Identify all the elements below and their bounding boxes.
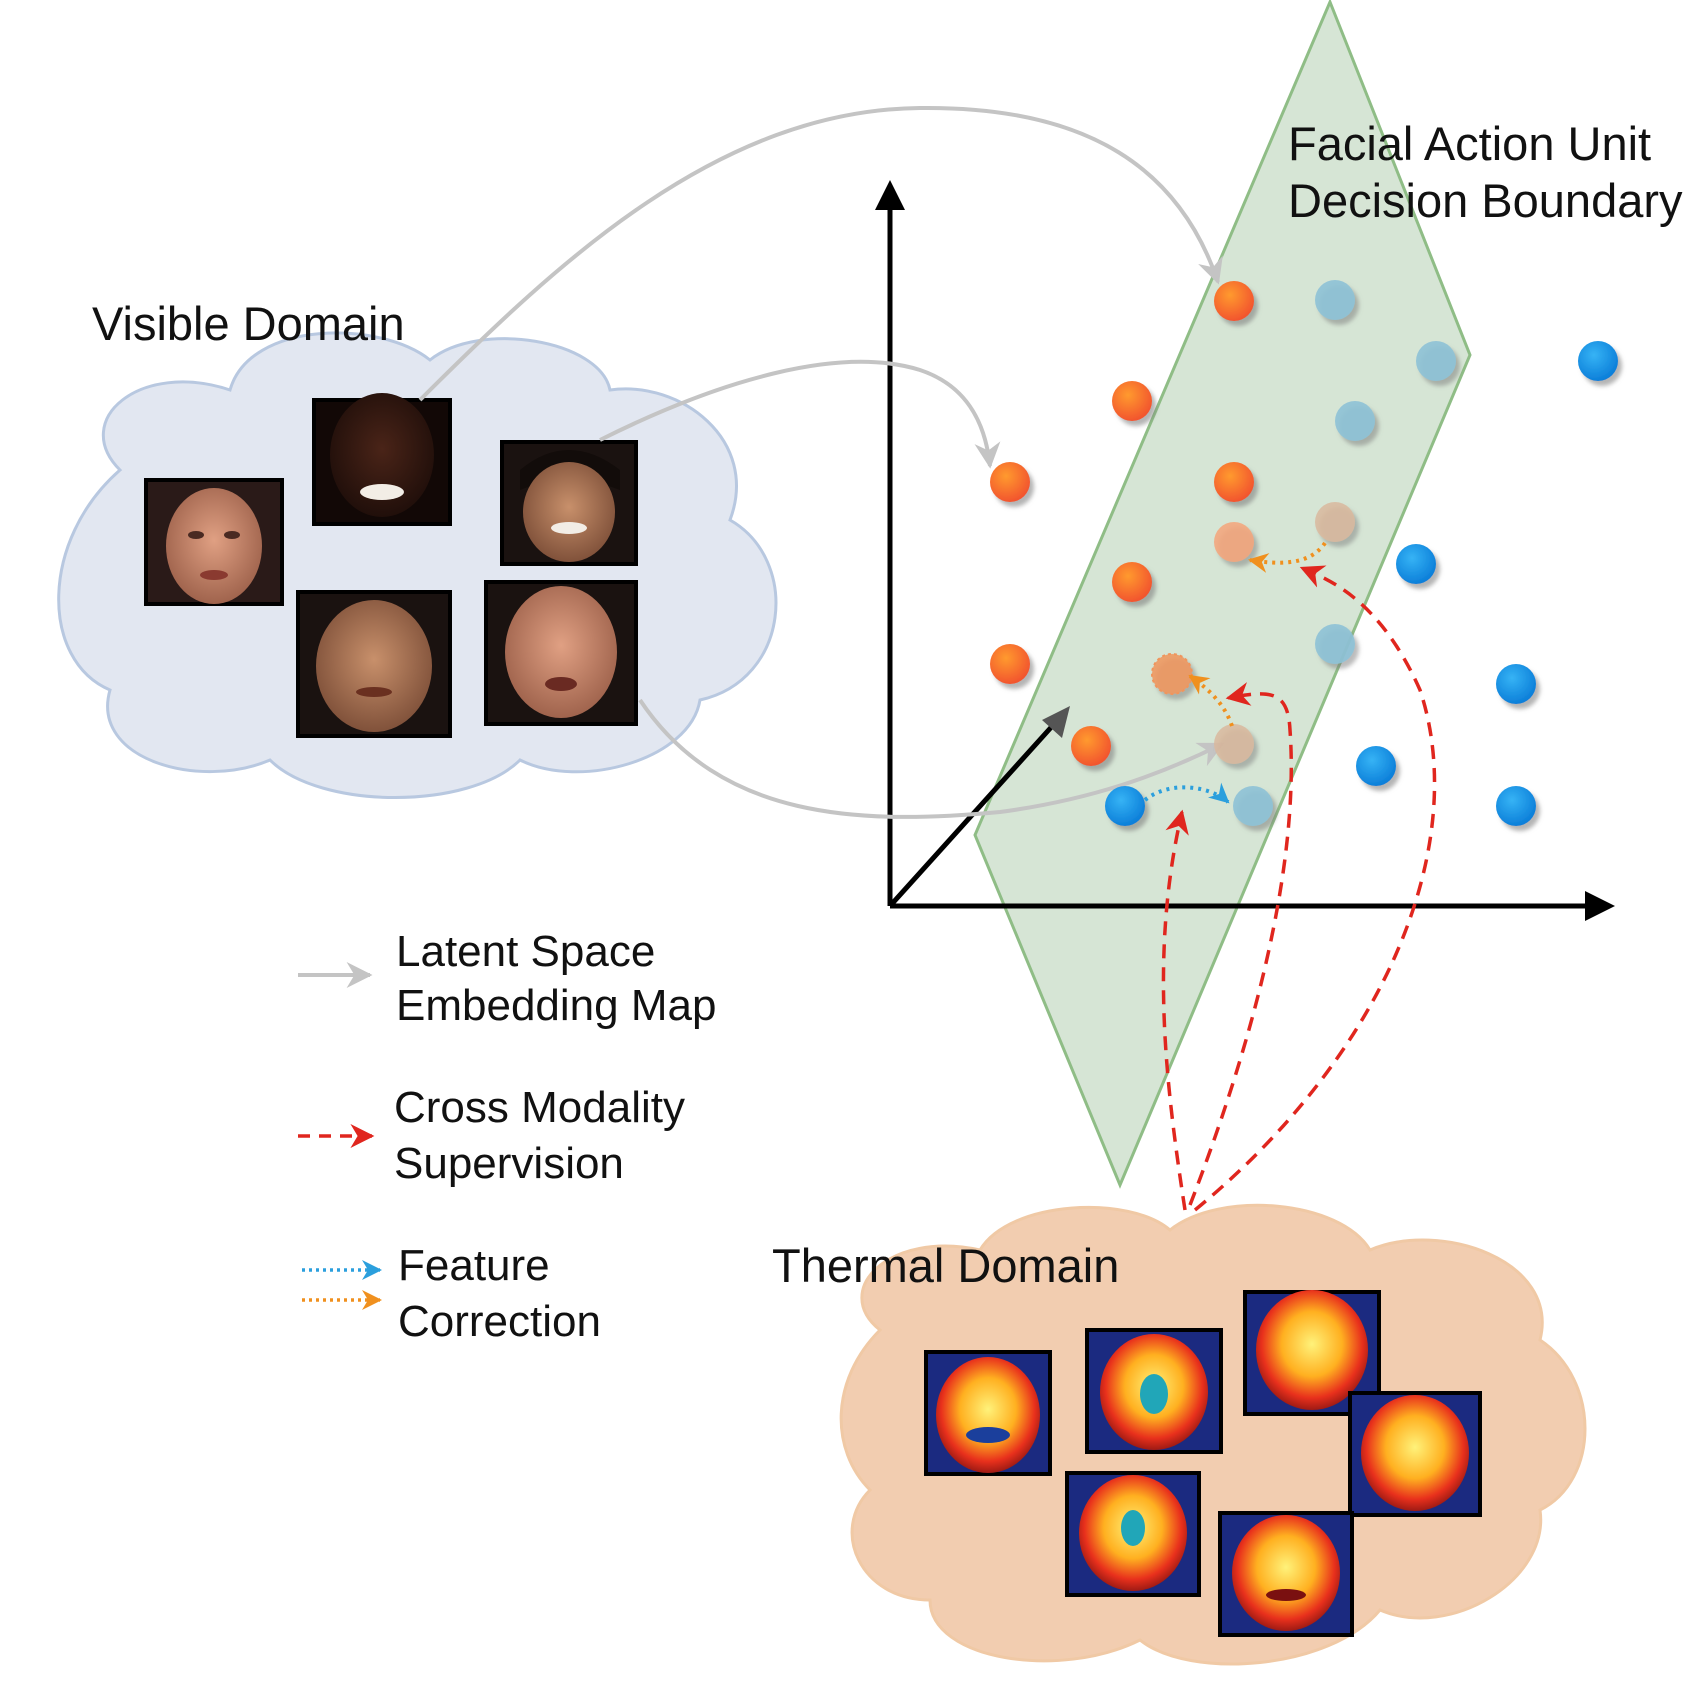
faded-point xyxy=(1214,724,1254,764)
supervision-arrow-1 xyxy=(1161,809,1189,1211)
blue-point xyxy=(1396,544,1436,584)
orange-point xyxy=(990,462,1030,502)
y-axis-arrowhead xyxy=(875,180,905,210)
blue-point-faded xyxy=(1315,280,1355,320)
visible-face-5 xyxy=(484,580,638,726)
legend-latent-line1: Latent Space xyxy=(396,927,655,976)
orange-point xyxy=(1214,462,1254,502)
thermal-face-3 xyxy=(1243,1290,1381,1416)
legend-correction-line1: Feature xyxy=(398,1241,550,1290)
latent-points xyxy=(990,280,1618,826)
orange-point-corrected xyxy=(1151,653,1193,695)
legend-supervision-line1: Cross Modality xyxy=(394,1083,685,1132)
z-axis-arrowhead xyxy=(1042,706,1070,738)
visible-face-1 xyxy=(144,478,284,606)
orange-point-corrected xyxy=(1214,522,1254,562)
legend: Latent Space Embedding Map Cross Modalit… xyxy=(298,927,716,1346)
blue-point xyxy=(1496,664,1536,704)
blue-correction-arrow xyxy=(1143,782,1230,804)
orange-point xyxy=(1112,381,1152,421)
blue-point xyxy=(1105,786,1145,826)
orange-correction-arrow xyxy=(1188,674,1234,727)
embedding-arrow-1 xyxy=(418,105,1223,402)
embedding-arrow-2 xyxy=(599,359,1001,469)
orange-point xyxy=(990,644,1030,684)
blue-point-faded xyxy=(1335,401,1375,441)
supervision-arrows xyxy=(1161,565,1437,1212)
blue-point xyxy=(1496,786,1536,826)
thermal-face-6 xyxy=(1218,1511,1354,1637)
blue-point-faded xyxy=(1315,624,1355,664)
embedding-arrows xyxy=(418,105,1225,819)
thermal-domain-label: Thermal Domain xyxy=(772,1239,1119,1292)
supervision-arrow-3 xyxy=(1193,565,1437,1212)
correction-arrows xyxy=(1143,541,1327,804)
orange-point xyxy=(1214,281,1254,321)
thermal-face-4 xyxy=(1348,1391,1482,1517)
thermal-face-2 xyxy=(1085,1328,1223,1454)
embedding-arrow-3 xyxy=(638,698,1225,819)
boundary-label-line1: Facial Action Unit xyxy=(1288,117,1651,170)
visible-face-3 xyxy=(500,440,638,566)
thermal-face-5 xyxy=(1065,1471,1201,1597)
visible-face-2 xyxy=(312,393,452,526)
blue-point-faded xyxy=(1233,786,1273,826)
orange-point xyxy=(1112,562,1152,602)
legend-latent-line2: Embedding Map xyxy=(396,981,716,1030)
orange-correction-arrow xyxy=(1248,541,1327,573)
visible-face-4 xyxy=(296,590,452,738)
legend-supervision-line2: Supervision xyxy=(394,1139,624,1188)
boundary-label-line2: Decision Boundary xyxy=(1288,174,1683,227)
thermal-face-1 xyxy=(924,1350,1052,1476)
orange-point xyxy=(1071,726,1111,766)
blue-point-faded xyxy=(1416,341,1456,381)
x-axis-arrowhead xyxy=(1585,891,1615,921)
supervision-arrow-2 xyxy=(1188,682,1294,1206)
legend-correction-line2: Correction xyxy=(398,1297,601,1346)
blue-point xyxy=(1356,746,1396,786)
visible-domain-label: Visible Domain xyxy=(92,297,405,350)
blue-point xyxy=(1578,341,1618,381)
faded-point xyxy=(1315,502,1355,542)
